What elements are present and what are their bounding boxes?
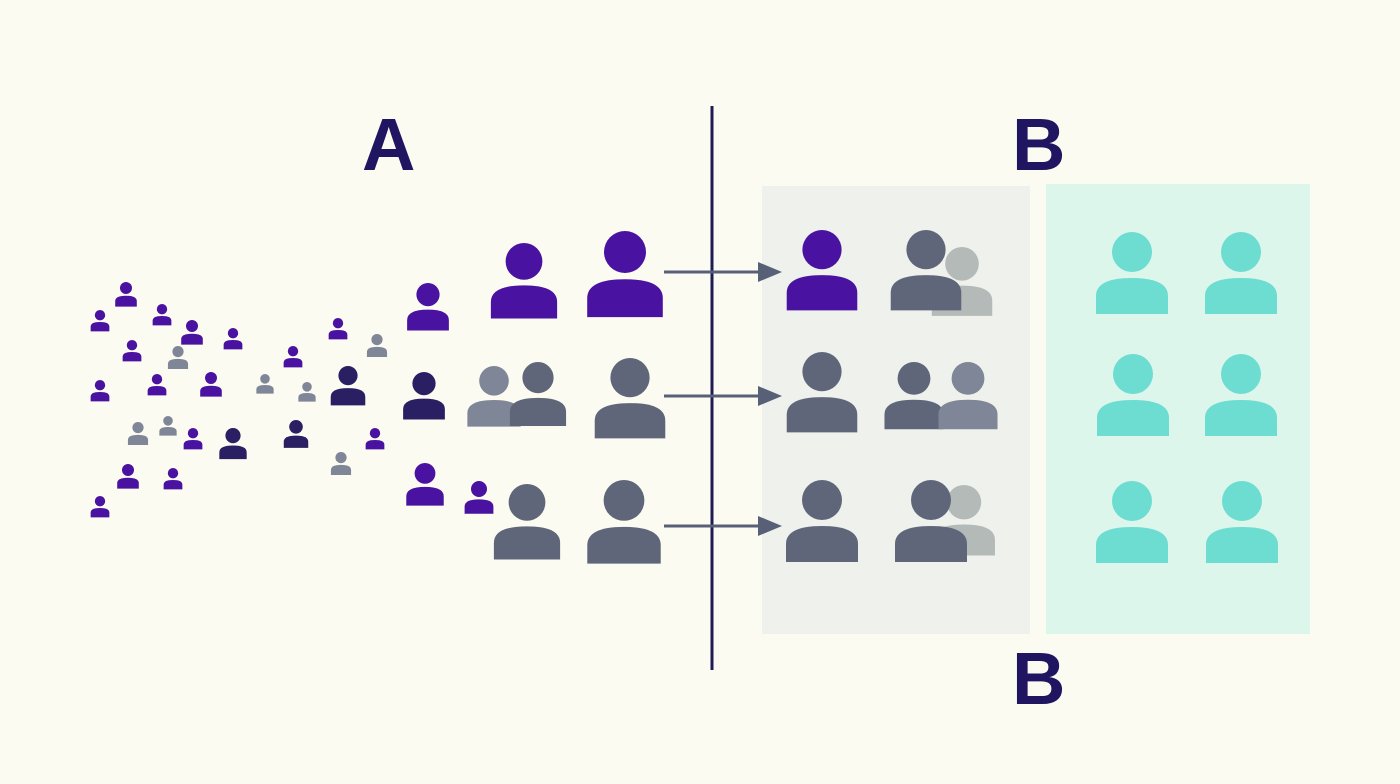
- panel-person-icon: [890, 230, 962, 311]
- panel-person-icon: [786, 480, 858, 562]
- crowd-person-icon: [283, 346, 303, 368]
- panel-teal-person-icon: [1096, 232, 1168, 314]
- panel-teal-person-icon: [1205, 354, 1277, 436]
- crowd-person-icon: [587, 480, 661, 564]
- crowd-person-icon: [147, 374, 167, 396]
- crowd-person-icon: [117, 464, 139, 489]
- crowd-person-icon: [330, 366, 366, 406]
- crowd-person-icon: [115, 282, 137, 307]
- crowd-person-icon: [90, 496, 110, 518]
- crowd-person-icon: [181, 320, 203, 345]
- panel-teal-person-icon: [1206, 481, 1278, 563]
- crowd-person-icon: [587, 231, 663, 318]
- panel-teal-person-icon: [1097, 354, 1169, 436]
- crowd-person-icon: [490, 243, 558, 319]
- panel-person-icon: [884, 362, 944, 430]
- group-b-label-top: B: [1012, 103, 1066, 186]
- crowd-person-icon: [365, 428, 385, 450]
- panel-b-gray-people: [786, 230, 998, 562]
- crowd-person-icon: [223, 328, 243, 350]
- crowd-person-icon: [183, 428, 203, 450]
- crowd-person-icon: [366, 334, 388, 357]
- crowd-person-icon: [122, 340, 142, 362]
- crowd-person-icon: [163, 468, 183, 490]
- crowd-person-icon: [407, 283, 449, 331]
- arrow-icon: [664, 262, 782, 282]
- crowd-person-icon: [467, 366, 521, 427]
- panel-person-icon: [786, 352, 858, 433]
- crowd-person-icon: [330, 452, 352, 475]
- crowd-person-icon: [90, 380, 110, 402]
- crowd-person-icon: [403, 372, 445, 420]
- crowd-person-icon: [283, 420, 309, 448]
- crowd-person-icon: [594, 358, 666, 439]
- group-b-label-bottom: B: [1012, 637, 1066, 720]
- crowd-person-icon: [328, 318, 348, 340]
- arrow-layer: [664, 262, 782, 536]
- crowd-person-icon: [167, 346, 189, 369]
- arrow-icon: [664, 386, 782, 406]
- panel-person-icon: [895, 480, 967, 562]
- panel-b-teal-people: [1096, 232, 1278, 563]
- crowd-person-icon: [509, 362, 567, 426]
- crowd-person-icon: [90, 310, 110, 332]
- panel-person-icon: [786, 230, 858, 311]
- crowd-person-icon: [152, 304, 172, 326]
- panel-teal-person-icon: [1205, 232, 1277, 314]
- crowd-person-icon: [159, 416, 177, 436]
- arrow-icon: [664, 516, 782, 536]
- crowd-person-icon: [406, 463, 444, 506]
- panel-teal-person-icon: [1096, 481, 1168, 563]
- crowd-person-icon: [200, 372, 222, 397]
- crowd-person-icon: [464, 481, 494, 514]
- group-a-label: A: [362, 103, 416, 186]
- crowd-a-group: [90, 231, 666, 564]
- panel-person-icon: [938, 362, 998, 430]
- crowd-person-icon: [298, 382, 316, 402]
- crowd-person-icon: [219, 428, 247, 460]
- crowd-person-icon: [493, 484, 561, 560]
- crowd-person-icon: [127, 422, 149, 445]
- crowd-person-icon: [256, 374, 274, 394]
